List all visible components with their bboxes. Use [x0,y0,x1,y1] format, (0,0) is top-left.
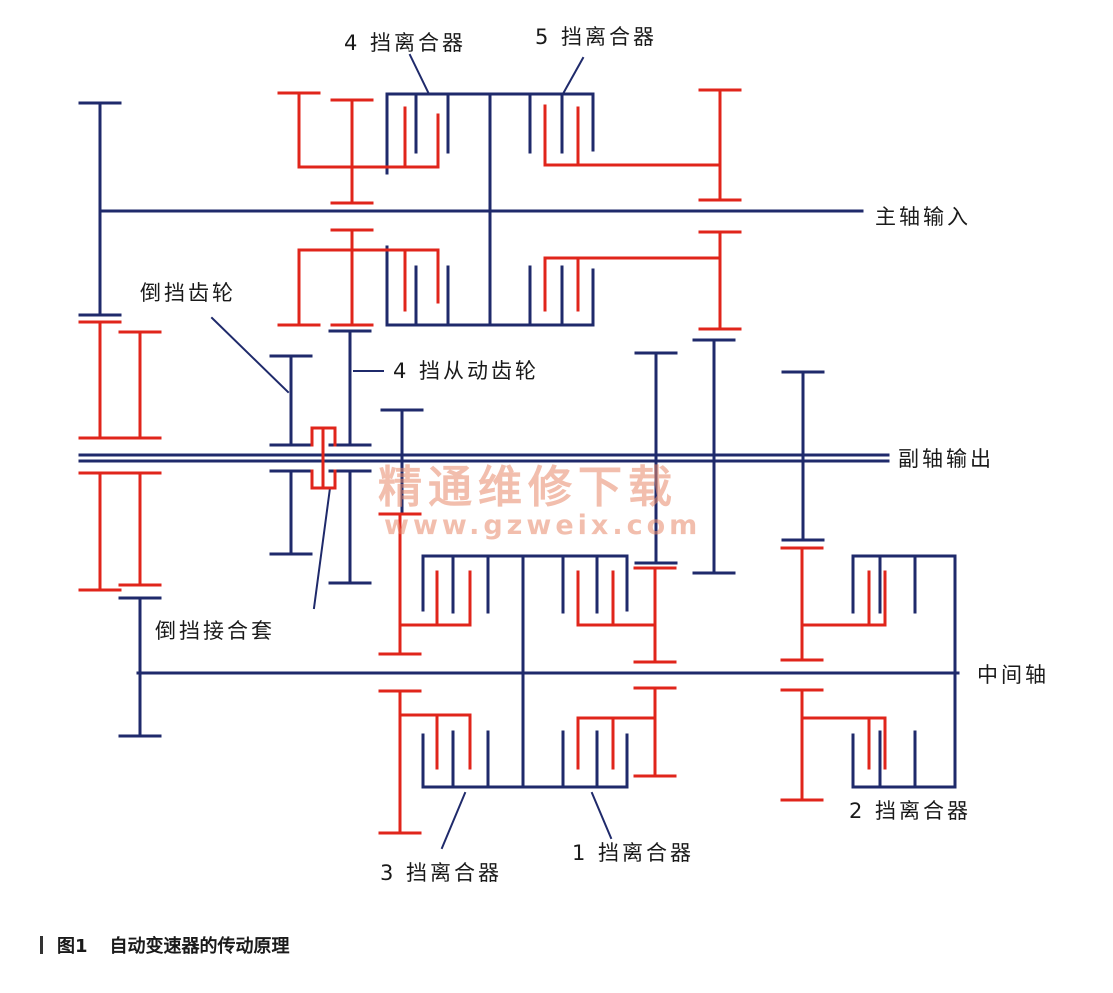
clutch-2-housing [851,554,957,789]
gear-5-lower [543,256,722,312]
label-counter-output: 副轴输出 [898,447,994,471]
label-clutch3: 3 挡离合器 [380,861,502,885]
clutch-1-red-top [576,570,657,627]
clutch-3-1-housing-bottom [421,733,629,789]
label-main-input: 主轴输入 [875,205,971,229]
leader-reverse-gear [210,316,290,394]
transmission-diagram: 精通维修下载 www.gzweix.com 4 挡离合器 5 挡离合器 主轴输入… [78,25,1049,885]
caption-text: 自动变速器的传动原理 [109,936,290,957]
label-clutch5: 5 挡离合器 [535,25,657,49]
label-clutch1: 1 挡离合器 [572,841,694,865]
caption-bar [40,936,43,954]
label-gear4-driven: 4 挡从动齿轮 [393,359,539,383]
leader-clutch4 [408,53,430,94]
gear-5-upper [543,104,722,167]
shaft-elements [78,53,960,850]
label-reverse-gear: 倒挡齿轮 [140,281,236,305]
label-clutch2: 2 挡离合器 [849,799,971,823]
leader-clutch1 [590,791,613,840]
driven-elements [78,88,887,835]
label-intermediate: 中间轴 [977,663,1049,687]
clutch-1-red-bottom [576,716,657,770]
label-clutch4: 4 挡离合器 [344,31,466,55]
gear-4-lower [297,248,440,327]
leader-clutch3 [440,791,467,850]
watermark-url: www.gzweix.com [384,510,701,541]
clutch-3-1-housing-top [421,554,629,612]
watermark-title: 精通维修下载 [378,462,678,513]
caption-number: 图1 [57,936,88,957]
leader-clutch5 [562,56,585,94]
clutch-3-red-top [398,570,472,627]
label-reverse-sleeve: 倒挡接合套 [155,619,275,643]
figure-caption: 图1 自动变速器的传动原理 [40,930,290,960]
gear-4-upper [297,91,440,169]
leader-reverse-sleeve [312,486,332,610]
